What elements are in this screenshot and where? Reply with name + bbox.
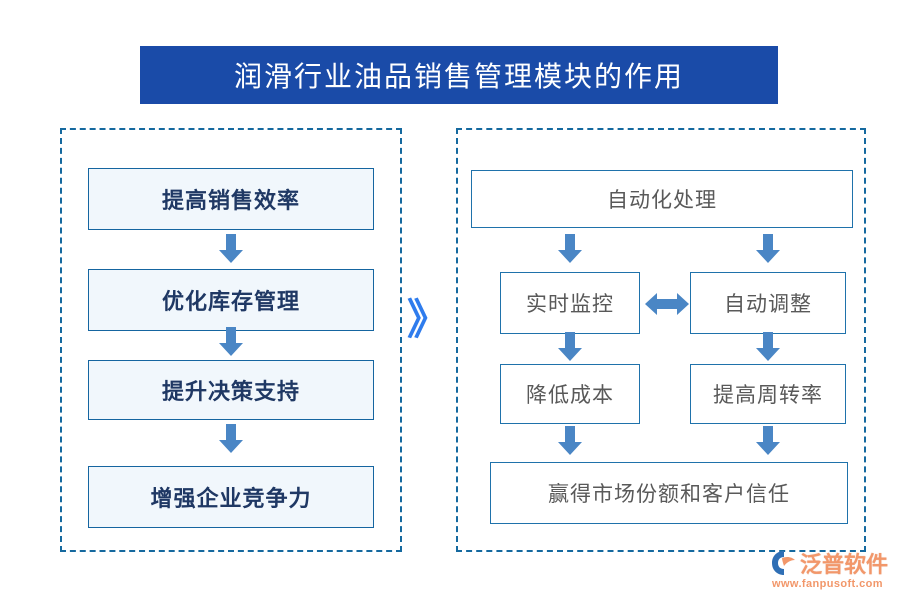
node-label: 实时监控 — [526, 292, 614, 316]
arrow-down-icon — [557, 426, 583, 456]
node-label: 增强企业竞争力 — [150, 486, 312, 511]
node-win-market-share-and-trust[interactable]: 赢得市场份额和客户信任 — [490, 462, 848, 524]
node-enhance-decision-support[interactable]: 提升决策支持 — [88, 360, 374, 420]
arrow-down-icon — [557, 332, 583, 362]
node-strengthen-competitiveness[interactable]: 增强企业竞争力 — [88, 466, 374, 528]
arrow-down-icon — [218, 234, 244, 264]
arrow-down-icon — [755, 234, 781, 264]
node-label: 提高销售效率 — [161, 188, 300, 213]
node-label: 自动化处理 — [607, 188, 717, 212]
fanpu-logo-mark-icon — [770, 550, 798, 576]
node-reduce-cost[interactable]: 降低成本 — [500, 364, 640, 424]
node-label: 自动调整 — [724, 292, 812, 316]
page-title-banner: 润滑行业油品销售管理模块的作用 — [140, 46, 778, 104]
page-title: 润滑行业油品销售管理模块的作用 — [233, 62, 684, 93]
arrow-left-right-icon — [645, 291, 689, 317]
node-label: 降低成本 — [526, 383, 614, 407]
node-improve-sales-efficiency[interactable]: 提高销售效率 — [88, 168, 374, 230]
node-realtime-monitoring[interactable]: 实时监控 — [500, 272, 640, 334]
node-label: 提升决策支持 — [161, 379, 300, 404]
arrow-down-icon — [218, 424, 244, 454]
double-chevron-right-icon: 》 — [406, 296, 449, 343]
node-label: 提高周转率 — [713, 383, 823, 407]
brand-url: www.fanpusoft.com — [772, 578, 883, 590]
node-optimize-inventory[interactable]: 优化库存管理 — [88, 269, 374, 331]
arrow-down-icon — [557, 234, 583, 264]
benefits-flow-panel — [60, 128, 402, 552]
node-label: 优化库存管理 — [161, 289, 300, 314]
arrow-down-icon — [218, 327, 244, 357]
node-automated-processing[interactable]: 自动化处理 — [471, 170, 853, 228]
brand-logo: 泛普软件 www.fanpusoft.com — [770, 549, 896, 595]
automation-flow-panel — [456, 128, 866, 552]
arrow-down-icon — [755, 426, 781, 456]
node-automatic-adjustment[interactable]: 自动调整 — [690, 272, 846, 334]
node-label: 赢得市场份额和客户信任 — [548, 482, 790, 506]
arrow-down-icon — [755, 332, 781, 362]
brand-name: 泛普软件 — [800, 552, 889, 577]
node-improve-turnover-rate[interactable]: 提高周转率 — [690, 364, 846, 424]
